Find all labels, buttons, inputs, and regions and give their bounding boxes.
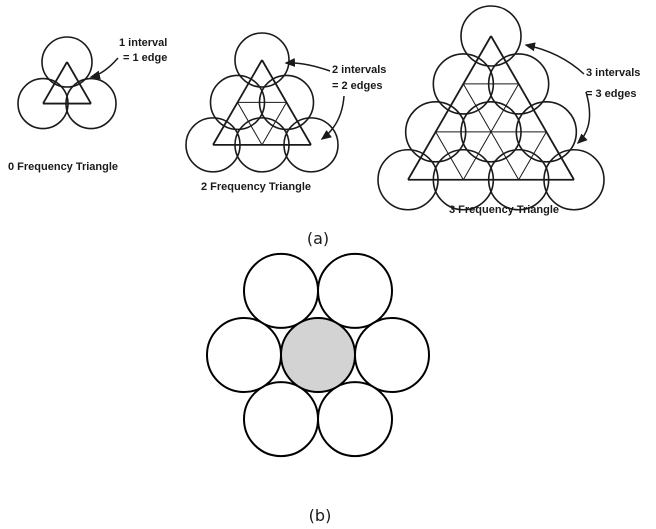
annotation-3-line2: = 3 edges: [586, 88, 636, 100]
triangle-edge: [407, 35, 492, 181]
triangle-edge: [261, 59, 312, 146]
triangle-edge: [490, 35, 575, 181]
sphere-circle: [460, 5, 522, 67]
panel-b: (b): [206, 252, 430, 525]
triangle-frequency-3: [377, 5, 605, 211]
center-circle: [280, 317, 356, 393]
annotation-1-line2: = 1 edge: [123, 52, 167, 64]
outer-circle: [243, 252, 319, 329]
caption-b: (b): [309, 506, 332, 525]
triangle-edge: [261, 102, 287, 146]
annotation-arrow-2b: [320, 95, 345, 140]
outer-circle: [317, 252, 393, 329]
outer-circle: [243, 381, 319, 458]
triangle-frequency-1: [17, 36, 117, 130]
triangle-edge: [237, 102, 263, 146]
caption-a: (a): [307, 229, 329, 248]
triangle-edge: [518, 131, 547, 181]
annotation-2-line2: = 2 edges: [332, 80, 382, 92]
triangle-title-3: 3 Frequency Triangle: [449, 204, 559, 216]
annotation-3-line1: 3 intervals: [586, 67, 640, 79]
annotation-1-line1: 1 interval: [119, 37, 167, 49]
annotation-arrow-3a: [524, 42, 585, 75]
annotation-2-line1: 2 intervals: [332, 64, 386, 76]
annotation-arrow-3b: [576, 91, 591, 145]
triangle-edge: [42, 61, 68, 105]
outer-circle: [206, 317, 282, 393]
outer-circle: [317, 381, 393, 458]
sphere-circle: [41, 36, 93, 88]
panel-a: 1 interval = 1 edge 0 Frequency Triangle…: [8, 5, 640, 248]
annotation-arrow-2a: [284, 58, 331, 72]
triangle-edge: [462, 83, 520, 181]
triangle-frequency-2: [185, 32, 339, 173]
triangle-title-1: 0 Frequency Triangle: [8, 161, 118, 173]
annotation-arrow-1: [89, 57, 119, 80]
triangle-edge: [66, 61, 92, 105]
triangle-title-2: 2 Frequency Triangle: [201, 181, 311, 193]
outer-circle: [354, 317, 430, 393]
triangle-edge: [435, 131, 464, 181]
triangle-edge: [212, 59, 263, 146]
hex-packed-circles: [206, 252, 430, 458]
